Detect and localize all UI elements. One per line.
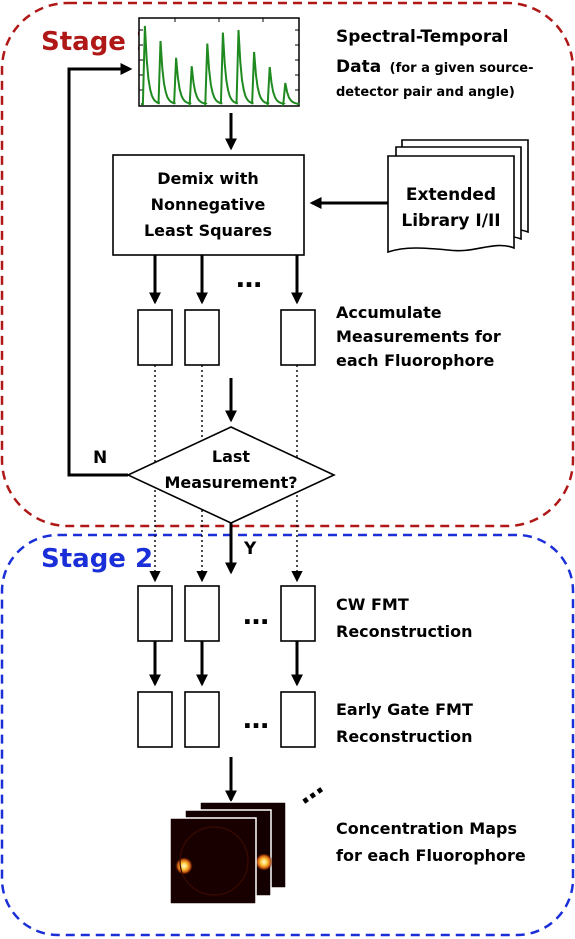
demix-line1: Demix with [157, 169, 258, 188]
library-line1: Extended [406, 185, 496, 205]
ellipsis-row1: … [236, 264, 262, 294]
cw-box-3 [280, 585, 316, 642]
stage1-title: Stage 1 [41, 27, 153, 57]
demix-line2: Nonnegative [151, 195, 266, 214]
yes-label: Y [243, 539, 257, 559]
early-box-3 [280, 691, 316, 748]
spectral-temporal-plot [138, 17, 300, 108]
decision-line1: Last [212, 447, 251, 466]
library-document-stack [387, 139, 529, 254]
accumulate-box-3 [280, 309, 316, 366]
no-label: N [93, 448, 107, 468]
decision-line2: Measurement? [164, 473, 297, 492]
stage1-frame [0, 1, 575, 528]
demix-line3: Least Squares [144, 221, 272, 240]
cw-line2: Reconstruction [336, 622, 473, 641]
library-line2: Library I/II [401, 211, 500, 231]
loop-arrow-no [67, 63, 133, 477]
data-label-line1: Spectral-Temporal [336, 27, 509, 47]
spectral-curve [141, 25, 300, 108]
cw-box-1 [137, 585, 173, 642]
data-label-line3: detector pair and angle) [336, 85, 515, 100]
accumulate-box-1 [137, 309, 173, 366]
stage2-title: Stage 2 [41, 544, 153, 574]
maps-ellipsis: … [290, 771, 329, 810]
cw-box-2 [184, 585, 220, 642]
accumulate-line1: Accumulate [336, 303, 442, 322]
data-label-line2: Data (for a given source- [336, 57, 534, 77]
ellipsis-row3: … [243, 705, 269, 735]
early-box-2 [184, 691, 220, 748]
stage2-frame [0, 533, 575, 937]
demix-box [112, 154, 305, 256]
maps-line2: for each Fluorophore [336, 846, 526, 865]
data-label-rest: (for a given source- [390, 61, 534, 76]
data-label-bold: Data [336, 57, 381, 77]
early-box-1 [137, 691, 173, 748]
cw-line1: CW FMT [336, 595, 409, 614]
accumulate-line3: each Fluorophore [336, 351, 495, 370]
early-line2: Reconstruction [336, 727, 473, 746]
maps-line1: Concentration Maps [336, 819, 517, 838]
accumulate-line2: Measurements for [336, 327, 501, 346]
ellipsis-row2: … [243, 601, 269, 631]
fluorescence-map-icon [169, 801, 287, 905]
accumulate-box-2 [184, 309, 220, 366]
early-line1: Early Gate FMT [336, 700, 473, 719]
